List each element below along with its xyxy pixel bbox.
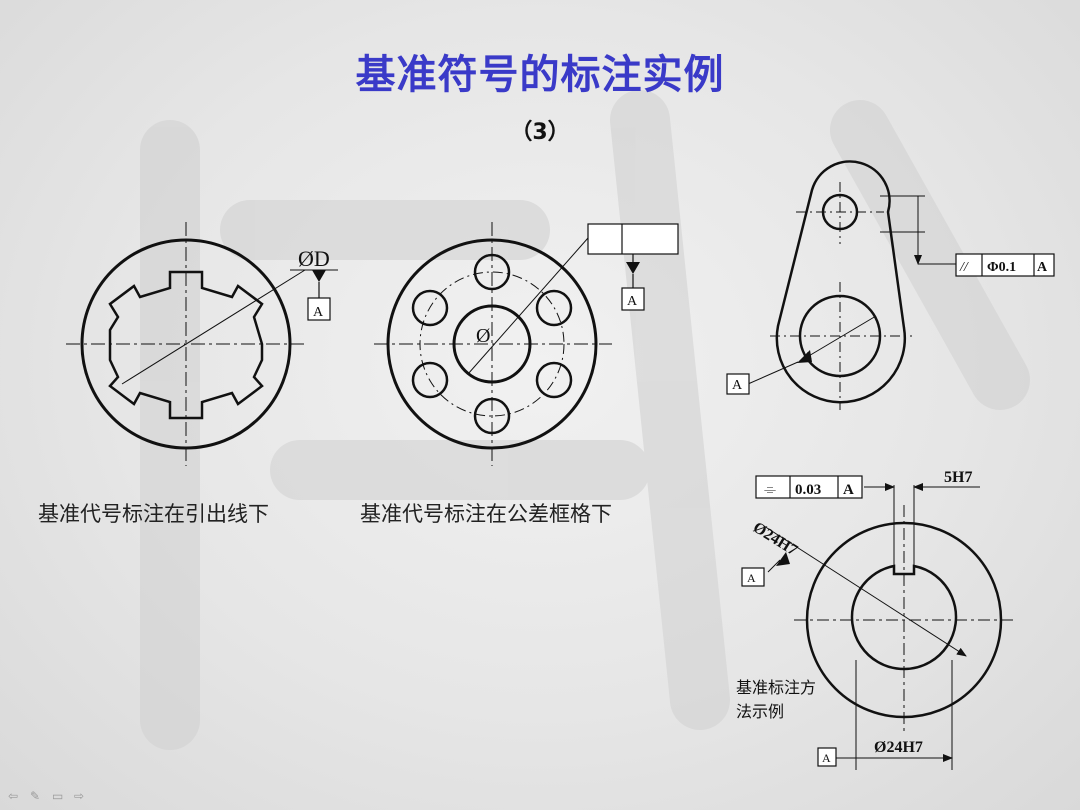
caption-tolerance-frame: 基准代号标注在公差框格下 — [360, 502, 612, 526]
figure3-tolerance-datum: A — [1037, 260, 1048, 275]
figure-keyed-hub — [741, 475, 1014, 770]
figure3-tolerance-value: Φ0.1 — [987, 260, 1016, 275]
figure4-tolerance-symbol: ⌯ — [764, 482, 776, 498]
slide-nav: ⇦ ✎ ▭ ⇨ — [8, 790, 88, 802]
menu-icon[interactable]: ▭ — [52, 789, 64, 803]
figure4-bottom-datum-letter: A — [822, 751, 831, 765]
prev-icon[interactable]: ⇦ — [8, 789, 19, 803]
page-subtitle: （3） — [510, 120, 570, 145]
figure-flange — [374, 222, 679, 466]
figure4-bore-label: Ø24H7 — [750, 519, 800, 559]
figure4-bore-datum-letter: A — [747, 571, 756, 585]
figure3-tolerance-symbol: // — [959, 260, 969, 275]
figure-spline-shaft — [66, 222, 338, 466]
pen-icon[interactable]: ✎ — [30, 789, 41, 803]
caption-leader-line: 基准代号标注在引出线下 — [38, 502, 269, 526]
figure4-tolerance-datum: A — [843, 482, 854, 498]
figure2-dim-label: Ø — [476, 325, 490, 347]
figure3-datum-letter: A — [732, 378, 743, 393]
figure4-note: 基准标注方法示例 — [736, 678, 817, 721]
figure4-keyway-label: 5H7 — [944, 469, 972, 486]
figure2-datum-letter: A — [627, 294, 638, 309]
figure4-tolerance-value: 0.03 — [795, 482, 821, 498]
next-icon[interactable]: ⇨ — [74, 789, 85, 803]
figure1-datum-letter: A — [313, 305, 324, 320]
figure-lever — [726, 160, 1055, 410]
figure1-dim-label: ØD — [298, 246, 330, 271]
page-title: 基准符号的标注实例 — [355, 52, 725, 98]
figure4-bottom-dim-label: Ø24H7 — [874, 739, 923, 756]
